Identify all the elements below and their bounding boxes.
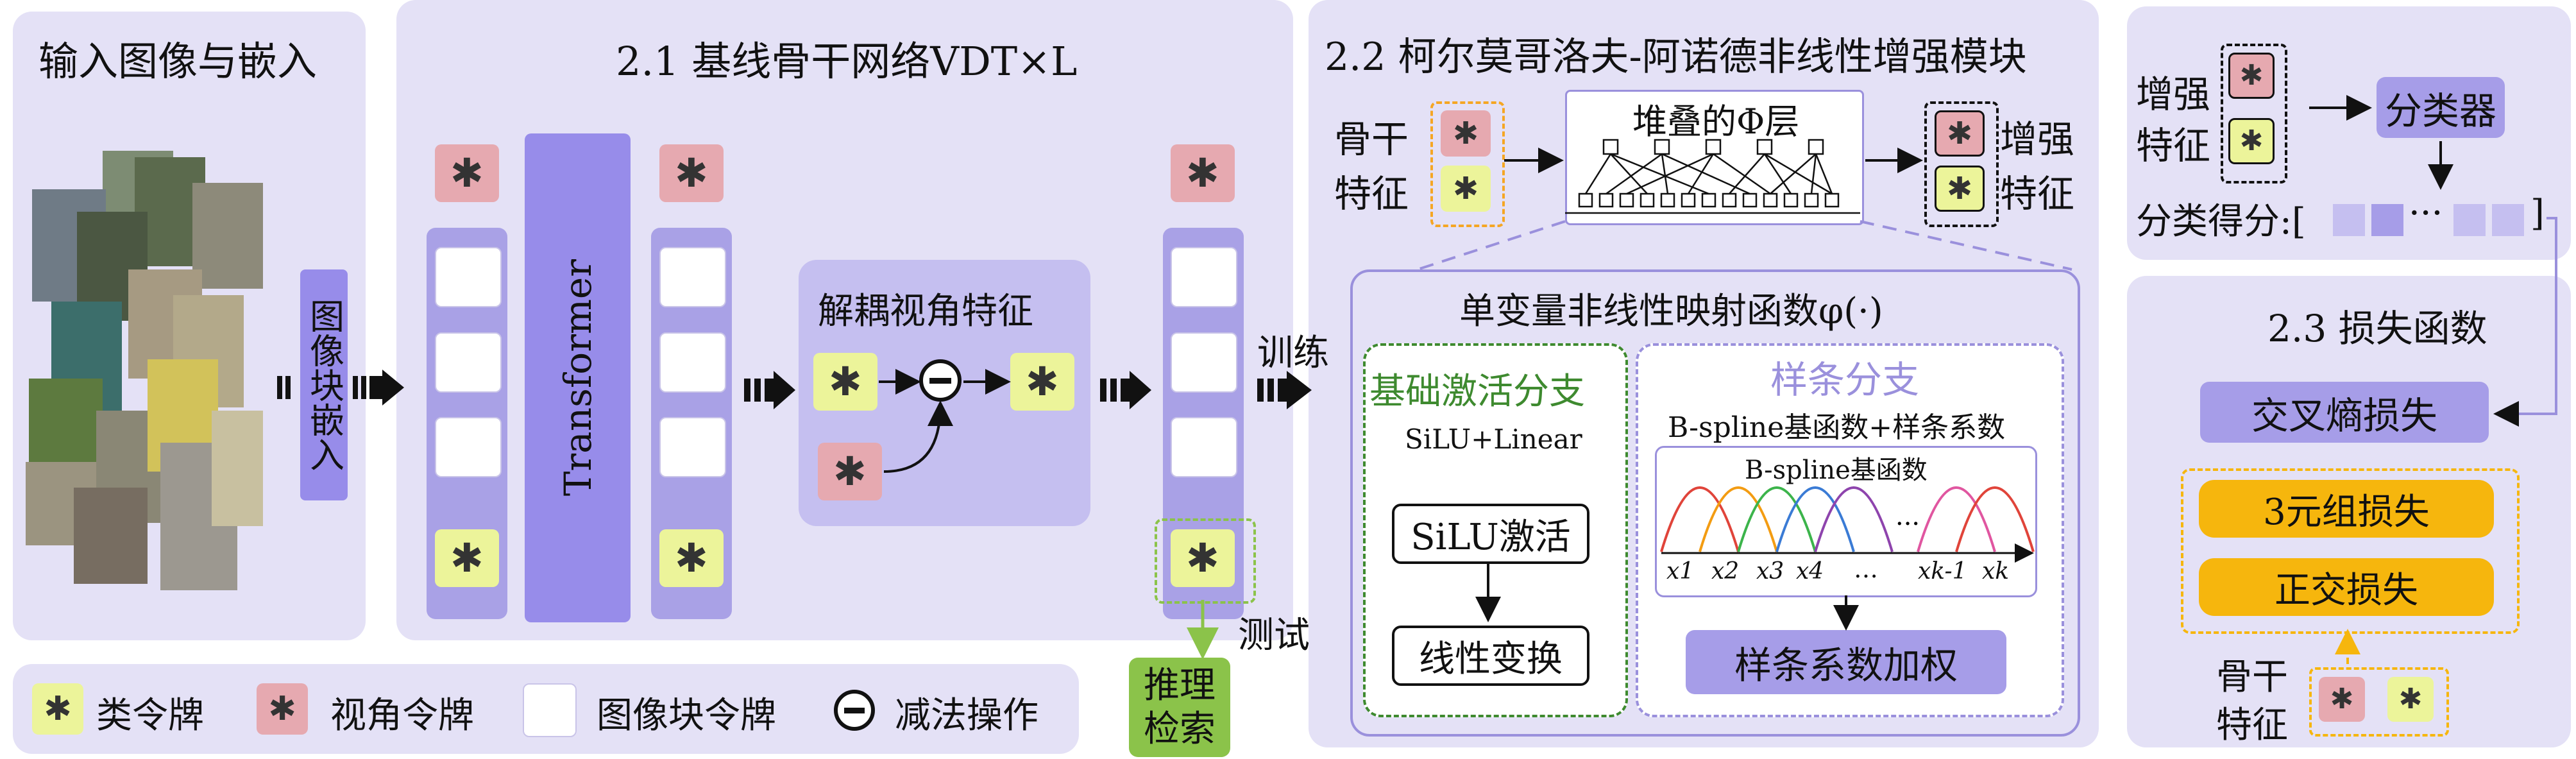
- class-token: ✱: [1171, 529, 1235, 587]
- backbone-panel-title: 2.1 基线骨干网络VDT×L: [616, 38, 1078, 85]
- class-token: ✱: [1935, 166, 1985, 212]
- legend-view-token-label: 视角令牌: [330, 695, 474, 737]
- spline-branch-subtitle: B-spline基函数+样条系数: [1668, 411, 2006, 444]
- legend-subtraction-label: 减法操作: [895, 695, 1038, 737]
- legend-view-token-swatch: ✱: [257, 683, 308, 735]
- patch-token: [435, 417, 502, 477]
- linear-box: 线性变换: [1392, 626, 1589, 686]
- kan-backbone-feat-line1: 骨干: [1334, 117, 1409, 161]
- axis-label: x3: [1756, 558, 1784, 584]
- axis-label: x1: [1666, 558, 1695, 584]
- view-token: ✱: [1171, 144, 1235, 202]
- inference-line1: 推理: [1144, 665, 1216, 707]
- base-branch-title: 基础激活分支: [1369, 371, 1585, 413]
- kan-enh-feat-line2: 特征: [2000, 172, 2075, 216]
- score-cell: [2453, 204, 2486, 236]
- loss-panel-title: 2.3 损失函数: [2267, 307, 2487, 350]
- kan-panel-title: 2.2 柯尔莫哥洛夫-阿诺德非线性增强模块: [1325, 35, 2027, 80]
- legend-patch-token-swatch: [523, 683, 577, 737]
- minus-bar: [844, 708, 865, 713]
- legend-class-token-label: 类令牌: [96, 695, 204, 737]
- axis-label: xk-1: [1918, 558, 1967, 584]
- ortho-loss-box: 正交损失: [2199, 558, 2494, 616]
- view-token: ✱: [2319, 677, 2365, 722]
- input-image: [212, 411, 263, 526]
- axis-label: xk: [1982, 558, 2010, 584]
- patch-token: [659, 247, 726, 307]
- train-label: 训练: [1257, 332, 1329, 374]
- score-ellipsis: ···: [2409, 192, 2443, 234]
- base-branch-subtitle: SiLU+Linear: [1405, 423, 1582, 455]
- patch-token: [1171, 332, 1237, 393]
- decouple-title: 解耦视角特征: [818, 291, 1033, 332]
- classifier-box: 分类器: [2377, 77, 2505, 138]
- subtraction-icon: [919, 359, 962, 402]
- inference-button: 推理 检索: [1129, 658, 1230, 757]
- ce-loss-box: 交叉熵损失: [2200, 382, 2489, 443]
- view-token: ✱: [2228, 53, 2275, 99]
- score-cell: [2492, 204, 2524, 236]
- bspline-plot-title: B-spline基函数: [1745, 456, 1928, 485]
- view-token: ✱: [435, 144, 499, 202]
- class-token: ✱: [2228, 118, 2275, 164]
- stacked-phi-title: 堆叠的Φ层: [1632, 101, 1800, 142]
- univariate-title: 单变量非线性映射函数φ(·): [1459, 291, 1883, 332]
- triplet-loss-box: 3元组损失: [2199, 480, 2494, 538]
- axis-label: x2: [1711, 558, 1740, 584]
- minus-bar: [929, 378, 951, 384]
- axis-label: x4: [1796, 558, 1824, 584]
- spline-branch-title: 样条分支: [1770, 358, 1920, 402]
- loss-input-outline: [2309, 667, 2449, 737]
- class-token: ✱: [1010, 353, 1074, 411]
- transformer-block: Transformer: [525, 133, 631, 622]
- patch-token: [435, 247, 502, 307]
- view-token: ✱: [818, 443, 882, 500]
- loss-backbone-feat-line1: 骨干: [2216, 656, 2288, 698]
- view-token: ✱: [659, 144, 724, 202]
- cls-input-outline: [2221, 44, 2287, 183]
- class-token: ✱: [659, 529, 724, 587]
- transformer-label: Transformer: [555, 259, 600, 497]
- class-token: ✱: [435, 529, 499, 587]
- legend-subtraction-icon: [834, 690, 875, 731]
- score-label: 分类得分:[: [2136, 201, 2306, 243]
- score-cell: [2371, 204, 2403, 236]
- input-image: [74, 488, 148, 584]
- score-cell: [2333, 204, 2365, 236]
- axis-label: …: [1854, 555, 1878, 583]
- patch-token: [1171, 247, 1237, 307]
- cls-enh-feat-line2: 特征: [2136, 124, 2211, 167]
- patch-token: [1171, 417, 1237, 477]
- legend-class-token-swatch: ✱: [32, 683, 83, 735]
- silu-box: SiLU激活: [1392, 504, 1589, 564]
- patch-embed-bar: [300, 269, 348, 500]
- class-token: ✱: [1441, 166, 1491, 212]
- input-image: [192, 183, 263, 289]
- patch-token: [435, 332, 502, 393]
- class-token: ✱: [813, 353, 877, 411]
- univariate-box: [1350, 269, 2080, 737]
- kan-enh-feat-line1: 增强: [2000, 117, 2075, 161]
- spline-weighting-box: 样条系数加权: [1686, 630, 2006, 694]
- patch-embed-label: 图像块嵌入: [300, 269, 348, 500]
- patch-embed-text: 图像块嵌入: [303, 298, 344, 472]
- loss-backbone-feat-line2: 特征: [2216, 704, 2288, 746]
- legend-patch-token-label: 图像块令牌: [597, 695, 776, 737]
- patch-token: [659, 417, 726, 477]
- view-token: ✱: [1935, 110, 1985, 157]
- test-label: 测试: [1238, 615, 1310, 656]
- class-token: ✱: [2387, 677, 2434, 722]
- test-token-outline: [1155, 518, 1256, 604]
- view-token: ✱: [1441, 110, 1491, 157]
- cls-enh-feat-line1: 增强: [2136, 72, 2211, 116]
- inference-line2: 检索: [1144, 708, 1216, 750]
- patch-token: [659, 332, 726, 393]
- kan-backbone-feat-line2: 特征: [1334, 172, 1409, 216]
- input-panel-title: 输入图像与嵌入: [38, 38, 318, 85]
- score-bracket-close: ]: [2530, 192, 2545, 234]
